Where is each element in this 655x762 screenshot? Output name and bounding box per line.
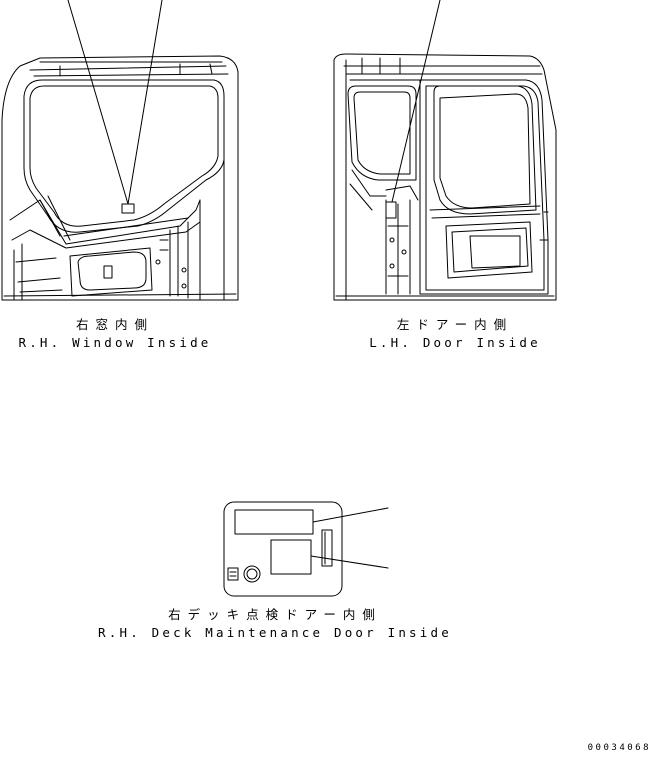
deck-door-knob <box>243 565 261 583</box>
lh-door-leader-line <box>391 0 441 203</box>
rh-deck-door-caption-jp: 右デッキ点検ドアー内側 <box>168 607 382 622</box>
deck-door-decal-lower <box>270 539 312 575</box>
rh-deck-door-caption-en: R.H. Deck Maintenance Door Inside <box>98 625 452 640</box>
lh-door-cab-drawing <box>333 0 557 301</box>
lh-door-decal <box>385 201 397 219</box>
deck-door-switch-box <box>227 567 239 581</box>
rh-window-decal <box>121 203 135 214</box>
lh-door-caption-en: L.H. Door Inside <box>369 335 541 350</box>
deck-door-leader-lines <box>310 507 389 569</box>
drawing-number: 00034068 <box>587 743 651 753</box>
rh-window-leader-lines <box>67 0 163 205</box>
deck-door-side-strip <box>321 529 333 567</box>
lh-door-caption-jp: 左ドアー内側 <box>396 317 514 332</box>
rh-window-cab-drawing <box>1 0 239 301</box>
rh-window-caption-jp: 右窓内側 <box>75 317 154 332</box>
rh-deck-door-drawing <box>223 501 389 597</box>
deck-door-decal-upper <box>234 509 314 535</box>
rh-window-caption-en: R.H. Window Inside <box>18 335 212 350</box>
